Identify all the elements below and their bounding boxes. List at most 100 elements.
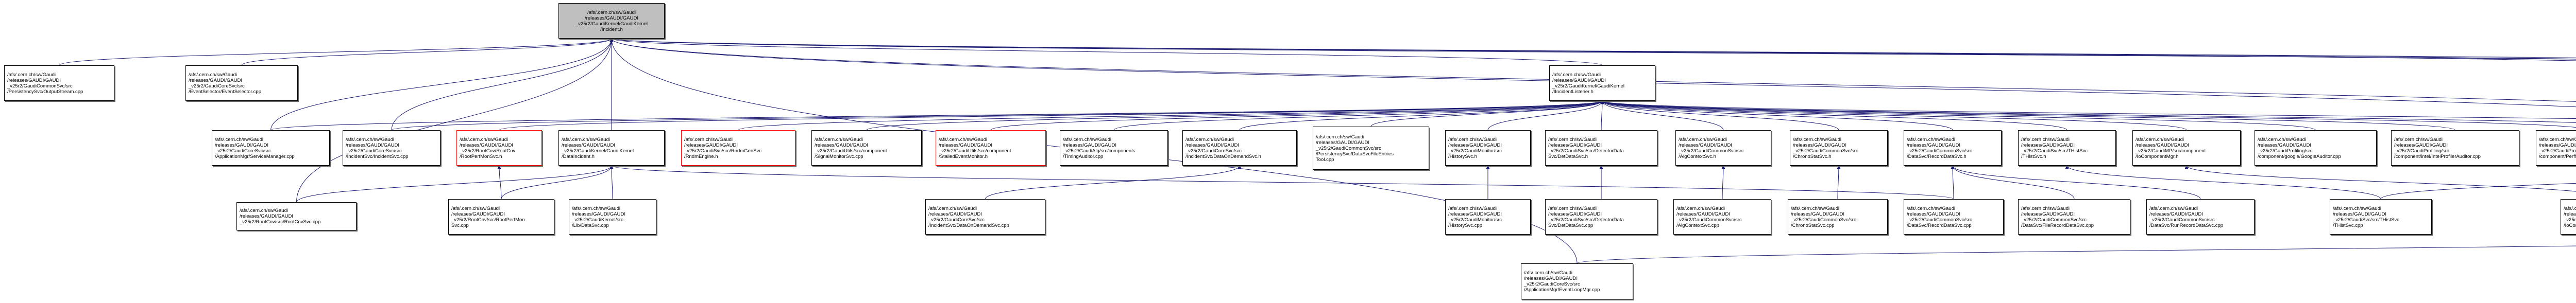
node-label-line: /releases/GAUDI/GAUDI [1548,142,1602,148]
graph-node-intelprofilerauditor-cpp[interactable]: /afs/.cern.ch/sw/Gaudi/releases/GAUDI/GA… [2391,130,2519,166]
node-label-line: /afs/.cern.ch/sw/Gaudi [1548,136,1597,142]
graph-node-googleauditor-cpp[interactable]: /afs/.cern.ch/sw/Gaudi/releases/GAUDI/GA… [2255,130,2377,166]
node-label-line: _v25r2/GaudiUtils/src/component [815,148,887,154]
node-label-line: /afs/.cern.ch/sw/Gaudi [1793,136,1841,142]
edge-incidentsvc-cpp-to-iincidentlistener-h [391,100,1604,131]
graph-node-detdatasvc-cpp[interactable]: /afs/.cern.ch/sw/Gaudi/releases/GAUDI/GA… [1545,199,1657,235]
graph-node-algcontextsvc-h[interactable]: /afs/.cern.ch/sw/Gaudi/releases/GAUDI/GA… [1675,130,1771,166]
edge-thistsvc-cpp-to-fileincident-h [2380,183,2576,200]
graph-node-detdatasvc-h[interactable]: /afs/.cern.ch/sw/Gaudi/releases/GAUDI/GA… [1545,130,1657,166]
node-label-line: /releases/GAUDI/GAUDI [815,142,868,148]
node-label-line: /afs/.cern.ch/sw/Gaudi [215,136,263,142]
edge-eventloopmgr-cpp-to-eventloopmgr-h [1577,245,2576,264]
graph-node-perfmonauditor-cpp[interactable]: /afs/.cern.ch/sw/Gaudi/releases/GAUDI/GA… [2536,130,2576,166]
node-label-line: /afs/.cern.ch/sw/Gaudi [2539,136,2576,142]
graph-node-iocomponentmgr-h[interactable]: /afs/.cern.ch/sw/Gaudi/releases/GAUDI/GA… [2132,130,2241,166]
node-label-line: /afs/.cern.ch/sw/Gaudi [2136,136,2184,142]
node-label-line: /afs/.cern.ch/sw/Gaudi [1316,134,1364,140]
graph-node-recorddatasvc-cpp[interactable]: /afs/.cern.ch/sw/Gaudi/releases/GAUDI/GA… [1904,199,2004,235]
graph-node-iincidentlistener-h[interactable]: /afs/.cern.ch/sw/Gaudi/releases/GAUDI/GA… [1549,65,1655,101]
graph-node-thistsvc-cpp[interactable]: /afs/.cern.ch/sw/Gaudi/releases/GAUDI/GA… [2330,199,2432,235]
graph-node-rootperfmonsvc-cpp[interactable]: /afs/.cern.ch/sw/Gaudi/releases/GAUDI/GA… [448,199,554,235]
node-label-line: _v25r2/GaudiCommonSvc/src [1676,217,1742,223]
graph-node-eventloopmgr-cpp[interactable]: /afs/.cern.ch/sw/Gaudi/releases/GAUDI/GA… [1521,263,1633,299]
edge-iocomponentmgr-cpp-to-iocomponentmgr-h [2184,165,2576,192]
node-label-line: _v25r2/GaudiCommonSvc/src [1316,145,1381,151]
node-label-line: /afs/.cern.ch/sw/Gaudi [1548,205,1597,211]
node-label-line: Svc/DetDataSvc.h [1548,153,1588,159]
node-label-line: _v25r2/GaudiCommonSvc/src [1793,148,1858,154]
graph-node-dataincident-h[interactable]: /afs/.cern.ch/sw/Gaudi/releases/GAUDI/GA… [558,130,665,166]
graph-node-rootcnvsvc-cpp[interactable]: /afs/.cern.ch/sw/Gaudi/releases/GAUDI/GA… [236,202,357,230]
graph-node-incident-h[interactable]: /afs/.cern.ch/sw/Gaudi/releases/GAUDI/GA… [558,3,665,39]
graph-node-filerecorddatasvc-cpp[interactable]: /afs/.cern.ch/sw/Gaudi/releases/GAUDI/GA… [2018,199,2130,235]
node-label-line: _v25r2/GaudiCommonSvc/src [1907,217,1972,223]
node-label-line: /releases/GAUDI/GAUDI [572,211,625,217]
graph-node-chronostatsvc-cpp[interactable]: /afs/.cern.ch/sw/Gaudi/releases/GAUDI/GA… [1788,199,1888,235]
node-label-line: /releases/GAUDI/GAUDI [684,142,738,148]
graph-node-datasvcfileentriestool-cpp[interactable]: /afs/.cern.ch/sw/Gaudi/releases/GAUDI/GA… [1313,127,1429,170]
graph-node-servicemanager-cpp[interactable]: /afs/.cern.ch/sw/Gaudi/releases/GAUDI/GA… [212,130,330,166]
graph-node-algcontextsvc-cpp[interactable]: /afs/.cern.ch/sw/Gaudi/releases/GAUDI/GA… [1673,199,1771,235]
graph-node-chronostatsvc-h[interactable]: /afs/.cern.ch/sw/Gaudi/releases/GAUDI/GA… [1790,130,1888,166]
node-label-line: /afs/.cern.ch/sw/Gaudi [928,205,977,211]
graph-node-stalledeventmonitor-h[interactable]: /afs/.cern.ch/sw/Gaudi/releases/GAUDI/GA… [936,130,1046,166]
node-label-line: /StalledEventMonitor.h [939,153,988,159]
edge-moduleincident-h-to-incident-h [610,38,2576,61]
node-label-line: /releases/GAUDI/GAUDI [346,142,399,148]
edge-servicemanager-cpp-to-incident-h [270,38,614,131]
edge-stalledeventmonitor-h-to-iincidentlistener-h [990,100,1604,131]
node-label-line: /ChronoStatSvc.cpp [1791,222,1835,228]
edge-chronostatsvc-h-to-iincidentlistener-h [1600,100,1839,131]
node-label-line: /THistSvc.cpp [2333,222,2363,228]
node-label-line: _v25r2/GaudiSvc/src/RndmGenSvc [684,148,761,154]
node-label-line: /releases/GAUDI/GAUDI [2136,142,2189,148]
node-label-line: /releases/GAUDI/GAUDI [1448,142,1502,148]
node-label-line: /EventSelector/EventSelector.cpp [189,88,261,95]
graph-node-historysvc-h[interactable]: /afs/.cern.ch/sw/Gaudi/releases/GAUDI/GA… [1445,130,1531,166]
graph-node-rndmengine-h[interactable]: /afs/.cern.ch/sw/Gaudi/releases/GAUDI/GA… [681,130,795,166]
edge-thistsvc-h-to-iincidentlistener-h [1600,100,2067,131]
graph-node-rootperfmonsvc-h[interactable]: /afs/.cern.ch/sw/Gaudi/releases/GAUDI/GA… [456,130,542,166]
node-label-line: /releases/GAUDI/GAUDI [1679,142,1732,148]
graph-node-outputstream-cpp[interactable]: /afs/.cern.ch/sw/Gaudi/releases/GAUDI/GA… [4,65,114,101]
node-label-line: /releases/GAUDI/GAUDI [451,211,505,217]
edge-fileincident-h-to-incident-h [609,38,2576,108]
graph-node-timingauditor-cpp[interactable]: /afs/.cern.ch/sw/Gaudi/releases/GAUDI/GA… [1060,130,1168,166]
node-label-line: /afs/.cern.ch/sw/Gaudi [1907,136,1955,142]
graph-node-runrecorddatasvc-cpp[interactable]: /afs/.cern.ch/sw/Gaudi/releases/GAUDI/GA… [2146,199,2255,235]
graph-node-recorddatasvc-h[interactable]: /afs/.cern.ch/sw/Gaudi/releases/GAUDI/GA… [1904,130,2002,166]
node-label-line: _v25r2/RootCnv/RootCnv [460,148,516,154]
node-label-line: /releases/GAUDI/GAUDI [2258,142,2311,148]
edge-recorddatasvc-h-to-iincidentlistener-h [1600,100,1953,131]
node-label-line: Svc.cpp [451,222,469,228]
node-label-line: _v25r2/GaudiMonitor/src [1448,217,1502,223]
node-label-line: /releases/GAUDI/GAUDI [928,211,982,217]
edge-recorddatasvc-cpp-to-dataincident-h [610,165,1954,200]
edge-thistsvc-cpp-to-thistsvc-h [2065,165,2381,200]
node-label-line: /releases/GAUDI/GAUDI [1316,139,1369,146]
node-label-line: /releases/GAUDI/GAUDI [2333,211,2386,217]
node-label-line: /afs/.cern.ch/sw/Gaudi [451,205,500,211]
node-label-line: /releases/GAUDI/GAUDI [585,15,638,21]
graph-node-incidentsvc-cpp[interactable]: /afs/.cern.ch/sw/Gaudi/releases/GAUDI/GA… [343,130,440,166]
node-label-line: /IncidentSvc/IncidentSvc.cpp [346,153,409,159]
node-label-line: /SignalMonitorSvc.cpp [815,153,863,159]
graph-node-thistsvc-h[interactable]: /afs/.cern.ch/sw/Gaudi/releases/GAUDI/GA… [2018,130,2116,166]
node-label-line: /releases/GAUDI/GAUDI [1548,211,1602,217]
graph-node-datasvc-cpp[interactable]: /afs/.cern.ch/sw/Gaudi/releases/GAUDI/GA… [569,199,656,235]
node-label-line: /afs/.cern.ch/sw/Gaudi [684,136,733,142]
node-label-line: /ApplicationMgr/EventLoopMgr.cpp [1524,287,1600,293]
node-label-line: _v25r2/GaudiCoreSvc/src [1524,281,1580,287]
graph-node-historysvc-cpp[interactable]: /afs/.cern.ch/sw/Gaudi/releases/GAUDI/GA… [1445,199,1531,235]
graph-node-dataondemandsvc-cpp[interactable]: /afs/.cern.ch/sw/Gaudi/releases/GAUDI/GA… [925,199,1045,235]
node-label-line: _v25r2/GaudiCommonSvc/src [2021,217,2087,223]
graph-node-dataondemandsvc-h[interactable]: /afs/.cern.ch/sw/Gaudi/releases/GAUDI/GA… [1182,130,1297,166]
node-label-line: /afs/.cern.ch/sw/Gaudi [587,9,636,15]
graph-node-eventselector-cpp[interactable]: /afs/.cern.ch/sw/Gaudi/releases/GAUDI/GA… [185,65,298,101]
graph-node-signalmonitorsvc-cpp[interactable]: /afs/.cern.ch/sw/Gaudi/releases/GAUDI/GA… [811,130,922,166]
node-label-line: _v25r2/GaudiUtils/src/component [939,148,1011,154]
node-label-line: /afs/.cern.ch/sw/Gaudi [346,136,394,142]
graph-node-iocomponentmgr-cpp[interactable]: /afs/.cern.ch/sw/Gaudi/releases/GAUDI/GA… [2561,199,2576,235]
edge-filemgr-h-to-iincidentlistener-h [1600,100,2576,123]
